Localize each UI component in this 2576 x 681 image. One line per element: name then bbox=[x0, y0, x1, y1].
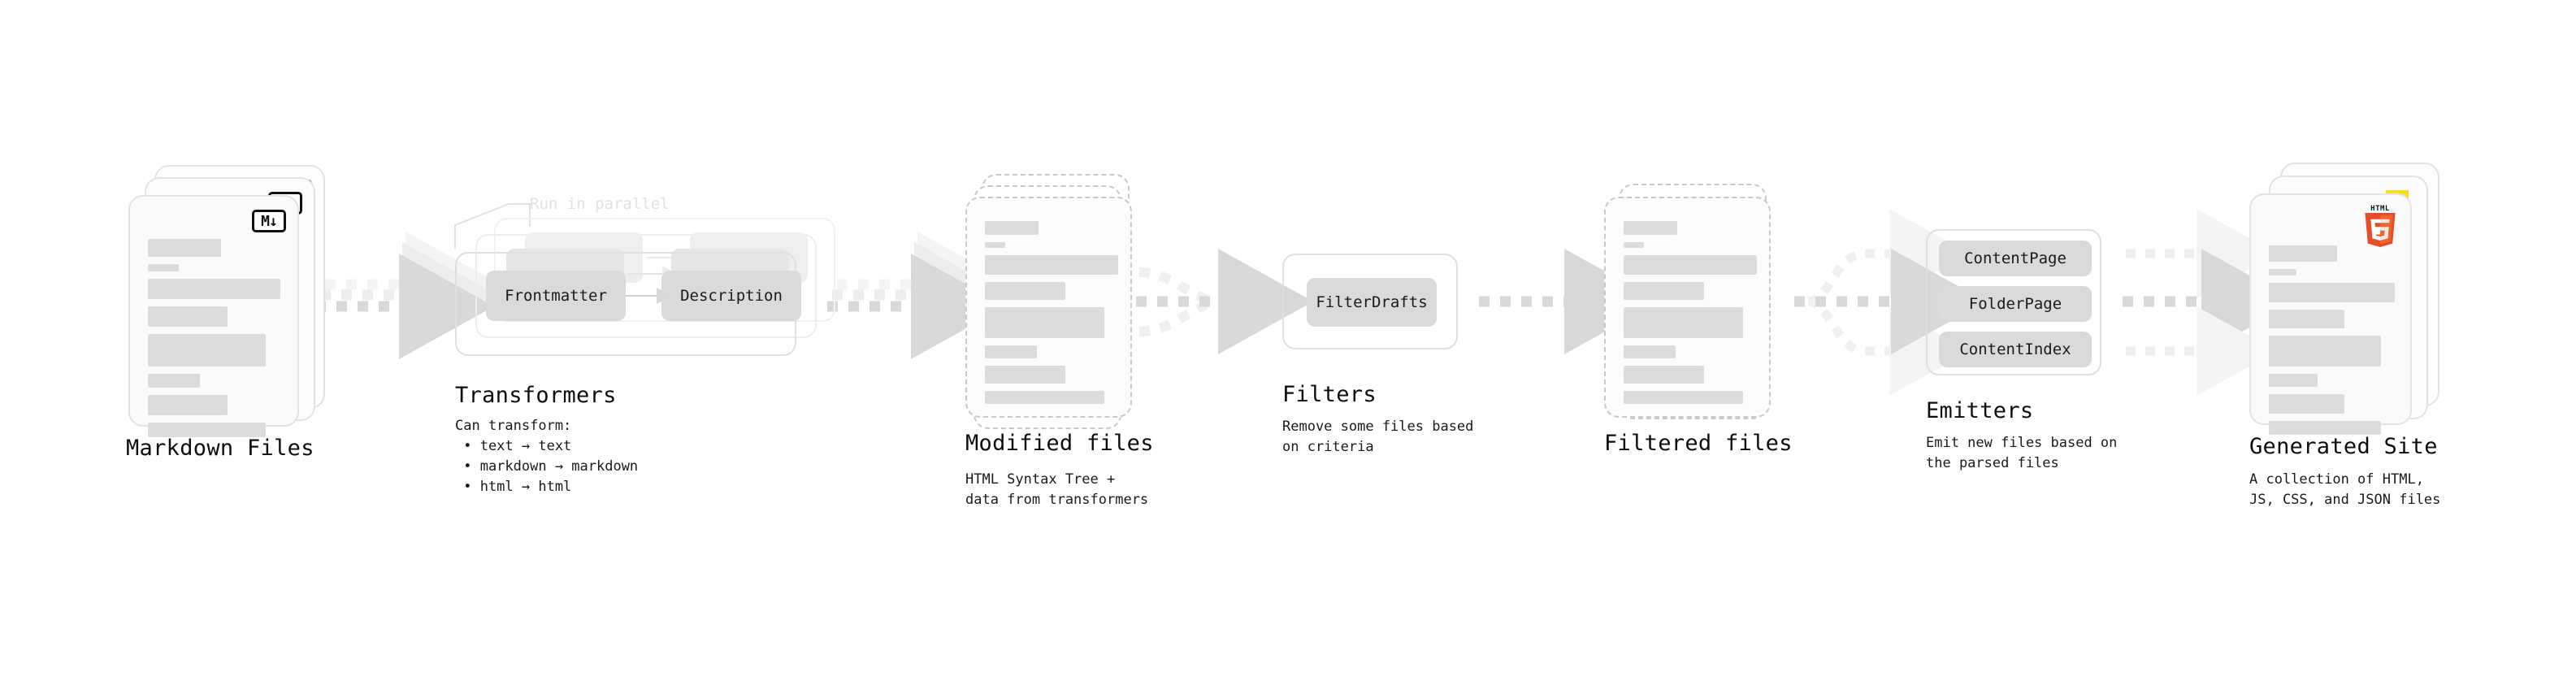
pill-frontmatter[interactable]: Frontmatter bbox=[486, 271, 626, 321]
skeleton-bar bbox=[148, 334, 266, 367]
emitters-group[interactable]: ContentPage FolderPage ContentIndex bbox=[1926, 229, 2101, 375]
skeleton-bar bbox=[1624, 391, 1743, 404]
skeleton-bar bbox=[148, 374, 200, 388]
doc-skeleton bbox=[148, 239, 280, 445]
skeleton-bar bbox=[985, 366, 1065, 384]
html5-badge-icon: HTML bbox=[2361, 205, 2399, 247]
filtered-doc-front[interactable] bbox=[1604, 197, 1771, 418]
stage-sublabel-generated-site: A collection of HTML, JS, CSS, and JSON … bbox=[2249, 471, 2441, 508]
pill-folderpage[interactable]: FolderPage bbox=[1939, 286, 2092, 322]
doc-skeleton bbox=[2269, 245, 2395, 442]
stage-sublabel-filters: Remove some files based on criteria bbox=[1282, 419, 1474, 455]
skeleton-bar bbox=[148, 279, 280, 299]
stage-heading-transformers: Transformers bbox=[455, 383, 617, 408]
run-in-parallel-bracket-icon bbox=[454, 203, 531, 249]
pill-filterdrafts[interactable]: FilterDrafts bbox=[1307, 278, 1437, 327]
run-in-parallel-annotation: Run in parallel bbox=[530, 195, 670, 213]
stage-sublabel-transformers: Can transform: • text → text • markdown … bbox=[455, 418, 639, 495]
connector-filtered-to-emitters bbox=[1794, 209, 1986, 396]
arrow-ghost-icon bbox=[628, 266, 677, 282]
skeleton-bar bbox=[1624, 345, 1676, 358]
filters-group[interactable]: FilterDrafts bbox=[1282, 254, 1458, 349]
skeleton-bar bbox=[985, 282, 1065, 300]
transformer-group-front[interactable]: Frontmatter Description bbox=[455, 252, 801, 356]
html5-badge-label: HTML bbox=[2370, 205, 2390, 213]
connector-markdown-to-transformers bbox=[315, 232, 501, 359]
skeleton-bar bbox=[2269, 310, 2344, 328]
skeleton-bar bbox=[148, 239, 221, 257]
skeleton-bar bbox=[985, 307, 1104, 338]
skeleton-bar bbox=[1624, 242, 1644, 248]
connector-transformers-to-modified bbox=[827, 232, 1013, 359]
skeleton-bar bbox=[2269, 374, 2318, 387]
skeleton-bar bbox=[2269, 336, 2381, 367]
skeleton-bar bbox=[985, 242, 1005, 248]
connector-emitters-to-site bbox=[2123, 209, 2296, 396]
stage-heading-markdown-files: Markdown Files bbox=[126, 436, 314, 461]
skeleton-bar bbox=[1624, 366, 1704, 384]
html5-shield-icon bbox=[2365, 213, 2396, 247]
skeleton-bar bbox=[2269, 421, 2381, 435]
doc-skeleton bbox=[985, 221, 1118, 411]
skeleton-bar bbox=[148, 395, 228, 415]
connector-modified-to-filters bbox=[1136, 249, 1313, 354]
stage-sublabel-modified-files: HTML Syntax Tree + data from transformer… bbox=[965, 471, 1149, 508]
markdown-badge-icon: M↓ bbox=[252, 210, 286, 232]
skeleton-bar bbox=[2269, 394, 2344, 414]
skeleton-bar bbox=[985, 255, 1118, 275]
skeleton-bar bbox=[1624, 282, 1704, 300]
stage-heading-generated-site: Generated Site bbox=[2249, 434, 2438, 459]
skeleton-bar bbox=[2269, 283, 2395, 302]
stage-sublabel-emitters: Emit new files based on the parsed files bbox=[1926, 435, 2118, 471]
skeleton-bar bbox=[148, 423, 266, 437]
stage-heading-emitters: Emitters bbox=[1926, 398, 2034, 423]
markdown-doc-front[interactable]: M↓ bbox=[128, 195, 299, 437]
stage-heading-filtered-files: Filtered files bbox=[1604, 431, 1793, 456]
skeleton-bar bbox=[1624, 307, 1743, 338]
stage-heading-filters: Filters bbox=[1282, 382, 1377, 407]
modified-doc-front[interactable] bbox=[965, 197, 1132, 418]
skeleton-bar bbox=[1624, 255, 1757, 275]
pill-description[interactable]: Description bbox=[661, 271, 801, 321]
skeleton-bar bbox=[148, 264, 179, 271]
skeleton-bar bbox=[1624, 221, 1677, 235]
arrow-frontmatter-to-description-icon bbox=[626, 288, 671, 304]
doc-skeleton bbox=[1624, 221, 1757, 411]
skeleton-bar bbox=[985, 221, 1039, 235]
skeleton-bar bbox=[985, 391, 1104, 404]
skeleton-bar bbox=[2269, 269, 2296, 275]
pill-contentindex[interactable]: ContentIndex bbox=[1939, 332, 2092, 367]
skeleton-bar bbox=[2269, 245, 2337, 262]
pill-contentpage[interactable]: ContentPage bbox=[1939, 241, 2092, 276]
site-doc-front-html[interactable]: HTML bbox=[2249, 193, 2412, 435]
skeleton-bar bbox=[148, 306, 228, 327]
skeleton-bar bbox=[985, 345, 1037, 358]
stage-heading-modified-files: Modified files bbox=[965, 431, 1154, 456]
